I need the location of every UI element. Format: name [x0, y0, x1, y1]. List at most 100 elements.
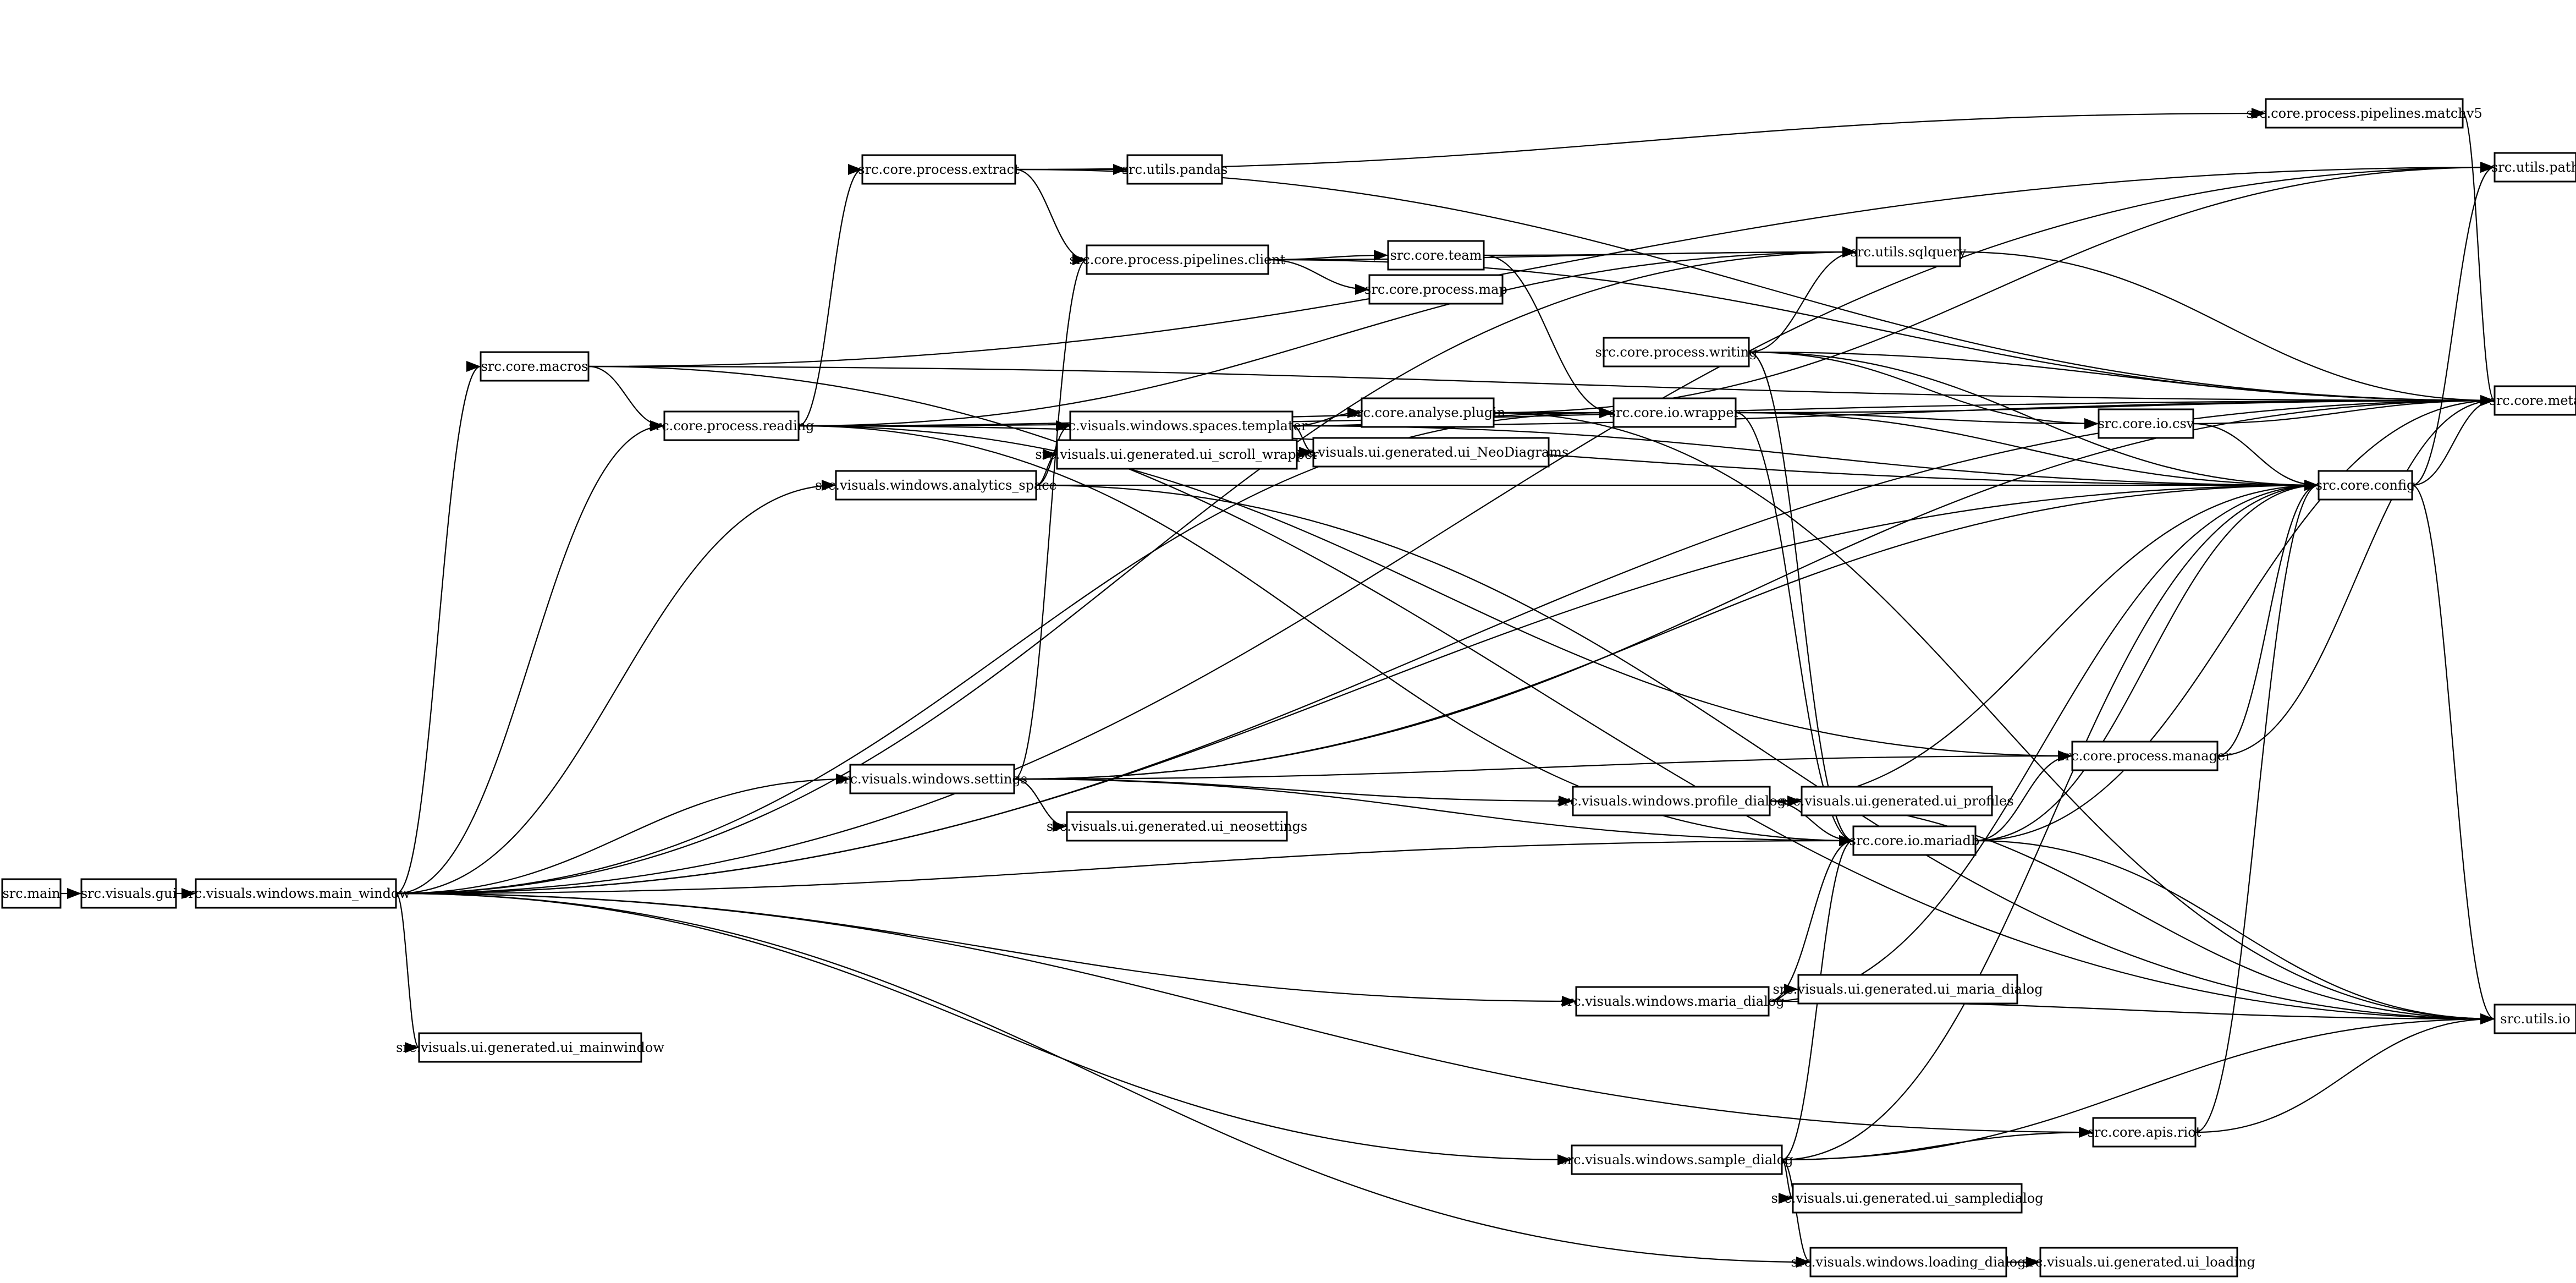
node-box	[2494, 152, 2576, 183]
edge-extract-to-meta	[1015, 168, 2495, 406]
edge-mainwin-to-sqlquery	[395, 246, 1857, 895]
node-label: src.utils.sqlquery	[1851, 244, 1967, 260]
edge-line	[1014, 778, 1854, 846]
edge-line	[1014, 254, 1087, 780]
edge-line	[1781, 1127, 2094, 1161]
edge-line	[588, 162, 2495, 368]
edge-mainwin-to-maria	[395, 892, 1577, 1007]
node-mainwin: src.visuals.windows.main_window	[181, 878, 410, 909]
edge-line	[1014, 750, 2073, 780]
node-box	[1575, 986, 1770, 1017]
edge-mainwin-to-settings	[395, 774, 851, 895]
edge-settings-to-profile	[1014, 778, 1573, 807]
edge-team-to-wrapper	[1483, 254, 1614, 418]
node-box	[418, 1032, 642, 1063]
node-extract: src.core.process.extract	[858, 154, 1020, 185]
edge-line	[1735, 412, 2319, 491]
node-label: src.utils.pandas	[1122, 162, 1228, 177]
edge-line	[1768, 480, 2319, 1002]
node-label: src.core.process.pipelines.client	[1070, 252, 1286, 267]
edge-line	[395, 480, 836, 895]
node-box	[1086, 244, 1269, 275]
node-box	[2039, 1247, 2238, 1277]
node-uiloading: src.visuals.ui.generated.ui_loading	[2022, 1247, 2255, 1277]
node-uisample: src.visuals.ui.generated.ui_sampledialog	[1771, 1183, 2044, 1214]
edge-mainwin-to-meta	[395, 395, 2495, 895]
edge-mainwin-to-macros	[395, 361, 481, 895]
edge-csv-to-meta	[2193, 395, 2495, 425]
edge-line	[2195, 1013, 2495, 1133]
edge-line	[2412, 162, 2495, 486]
node-label: src.visuals.ui.generated.ui_maria_dialog	[1773, 982, 2043, 997]
node-gui: src.visuals.gui	[80, 878, 177, 909]
edge-line	[1748, 246, 1857, 353]
edge-line	[1735, 412, 2099, 429]
node-box	[1792, 1183, 2023, 1214]
node-layer: src.main src.visuals.gui src.visuals.windo…	[1, 98, 2576, 1277]
edge-line	[1015, 168, 1087, 265]
edge-line	[1292, 425, 1314, 458]
node-csv: src.core.io.csv	[2098, 408, 2194, 439]
edge-settings-to-config	[1014, 480, 2319, 780]
edge-line	[2217, 480, 2319, 757]
node-label: src.core.meta	[2490, 393, 2576, 408]
node-maria: src.visuals.windows.maria_dialog	[1560, 986, 1785, 1017]
edge-line	[1015, 108, 2266, 171]
node-label: src.core.process.manager	[2058, 748, 2232, 764]
edge-line	[2195, 480, 2319, 1133]
node-box	[1856, 237, 1961, 267]
node-loading: src.visuals.windows.loading_dialog	[1791, 1247, 2026, 1277]
node-uimaria: src.visuals.ui.generated.ui_maria_dialog	[1773, 974, 2043, 1005]
edge-line	[1493, 412, 2495, 1024]
edge-analytics-to-scrollwrap	[1036, 449, 1058, 486]
node-client: src.core.process.pipelines.client	[1070, 244, 1286, 275]
edge-line	[1781, 480, 2319, 1161]
edge-plugin-to-path	[1493, 162, 2495, 414]
node-label: src.visuals.ui.generated.ui_scroll_wrapp…	[1035, 447, 1319, 462]
edge-matchv5-to-meta	[2462, 112, 2496, 406]
node-box	[1056, 439, 1298, 470]
edge-line	[1493, 162, 2495, 414]
node-uimainwin: src.visuals.ui.generated.ui_mainwindow	[396, 1032, 664, 1063]
edge-wrapper-to-mariadb	[1735, 412, 1854, 846]
edge-analytics-to-io	[1036, 484, 2495, 1024]
node-label: src.visuals.windows.loading_dialog	[1791, 1254, 2026, 1270]
edge-line	[1483, 246, 1857, 258]
node-label: src.visuals.windows.main_window	[181, 886, 410, 901]
edge-sample-to-io	[1781, 1013, 2495, 1161]
edge-line	[1735, 412, 1854, 846]
edge-templater-to-neodiagrams	[1292, 425, 1314, 458]
edge-sqlquery-to-meta	[1959, 251, 2495, 406]
edge-mainwin-to-analytics	[395, 480, 836, 895]
edge-writing-to-csv	[1748, 351, 2099, 429]
edge-line	[2217, 395, 2495, 757]
node-label: src.visuals.ui.generated.ui_neosettings	[1047, 819, 1307, 834]
node-riot: src.core.apis.riot	[2088, 1117, 2201, 1148]
node-macros: src.core.macros	[480, 351, 590, 382]
edge-line	[395, 835, 1854, 895]
edge-line	[588, 365, 2495, 1024]
node-box	[1809, 1247, 2007, 1277]
edge-line	[1014, 480, 2319, 780]
node-label: src.visuals.gui	[81, 886, 177, 901]
node-label: src.core.team	[1390, 248, 1482, 263]
node-label: src.visuals.windows.settings	[837, 771, 1027, 787]
node-box	[1066, 811, 1288, 842]
node-label: src.visuals.windows.analytics_space	[815, 478, 1057, 493]
node-label: src.visuals.ui.generated.ui_loading	[2022, 1254, 2255, 1270]
node-box	[1126, 154, 1223, 185]
edge-line	[1975, 750, 2073, 842]
node-label: src.visuals.windows.profile_dialog	[1557, 793, 1786, 809]
node-label: src.core.process.map	[1364, 282, 1507, 297]
node-box	[2494, 385, 2576, 416]
edge-layer	[60, 108, 2496, 1268]
edge-settings-to-meta	[1014, 395, 2495, 780]
edge-line	[1975, 480, 2319, 842]
node-label: src.main	[2, 886, 60, 901]
edge-line	[1781, 1013, 2495, 1161]
edge-settings-to-manager	[1014, 750, 2073, 780]
edge-settings-to-neosettings	[1014, 778, 1067, 832]
node-label: src.core.io.wrapper	[1609, 405, 1741, 420]
node-box	[1312, 437, 1550, 468]
node-manager: src.core.process.manager	[2058, 741, 2232, 771]
